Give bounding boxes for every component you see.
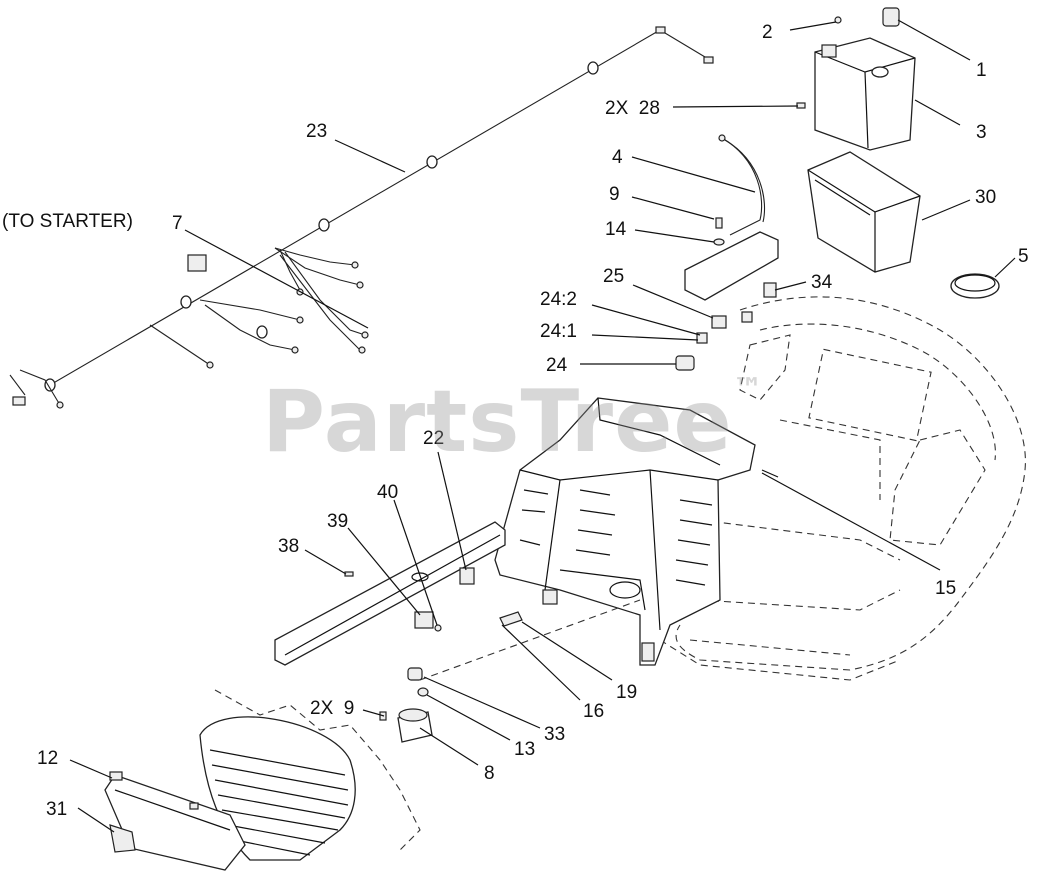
callout-12: 12 xyxy=(37,748,58,769)
callout-5: 5 xyxy=(1018,246,1029,267)
callout-9-upper: 9 xyxy=(609,184,620,205)
callout-8: 8 xyxy=(484,763,495,784)
console-pod xyxy=(494,397,779,666)
callout-3: 3 xyxy=(976,122,987,143)
callout-39: 39 xyxy=(327,511,348,532)
callout-24-1: 24:1 xyxy=(540,321,577,342)
battery-cable-and-bracket xyxy=(684,134,779,301)
wire-harness xyxy=(9,26,714,409)
callout-19: 19 xyxy=(616,682,637,703)
callout-24-2: 24:2 xyxy=(540,289,577,310)
callout-40: 40 xyxy=(377,482,398,503)
callout-33: 33 xyxy=(544,724,565,745)
callout-16: 16 xyxy=(583,701,604,722)
cap xyxy=(950,273,1000,299)
callout-to-starter: (TO STARTER) xyxy=(2,211,133,232)
callout-14: 14 xyxy=(605,219,627,240)
battery xyxy=(796,7,916,151)
callout-13: 13 xyxy=(514,739,535,760)
callout-22: 22 xyxy=(423,428,444,449)
mount-rail xyxy=(274,521,506,666)
callout-7: 7 xyxy=(172,213,183,234)
battery-tray xyxy=(807,151,921,273)
callout-28: 2X 28 xyxy=(605,98,660,119)
callout-31: 31 xyxy=(46,799,67,820)
callout-labels: 1 2 3 2X 28 4 9 14 30 5 23 (TO STARTER) … xyxy=(2,22,1029,820)
callout-38: 38 xyxy=(278,536,299,557)
hood-grille xyxy=(104,689,421,871)
callout-34: 34 xyxy=(811,272,833,293)
callout-30: 30 xyxy=(975,187,996,208)
leader-lines xyxy=(69,19,1016,833)
callout-4: 4 xyxy=(612,147,623,168)
ignition-switch-parts xyxy=(675,282,777,371)
callout-9-lower: 2X 9 xyxy=(310,698,354,719)
callout-15: 15 xyxy=(935,578,956,599)
callout-2: 2 xyxy=(762,22,773,43)
frame-fender xyxy=(659,296,1026,681)
callout-24: 24 xyxy=(546,355,568,376)
callout-1: 1 xyxy=(976,60,987,81)
callout-23: 23 xyxy=(306,121,327,142)
callout-25: 25 xyxy=(603,266,624,287)
